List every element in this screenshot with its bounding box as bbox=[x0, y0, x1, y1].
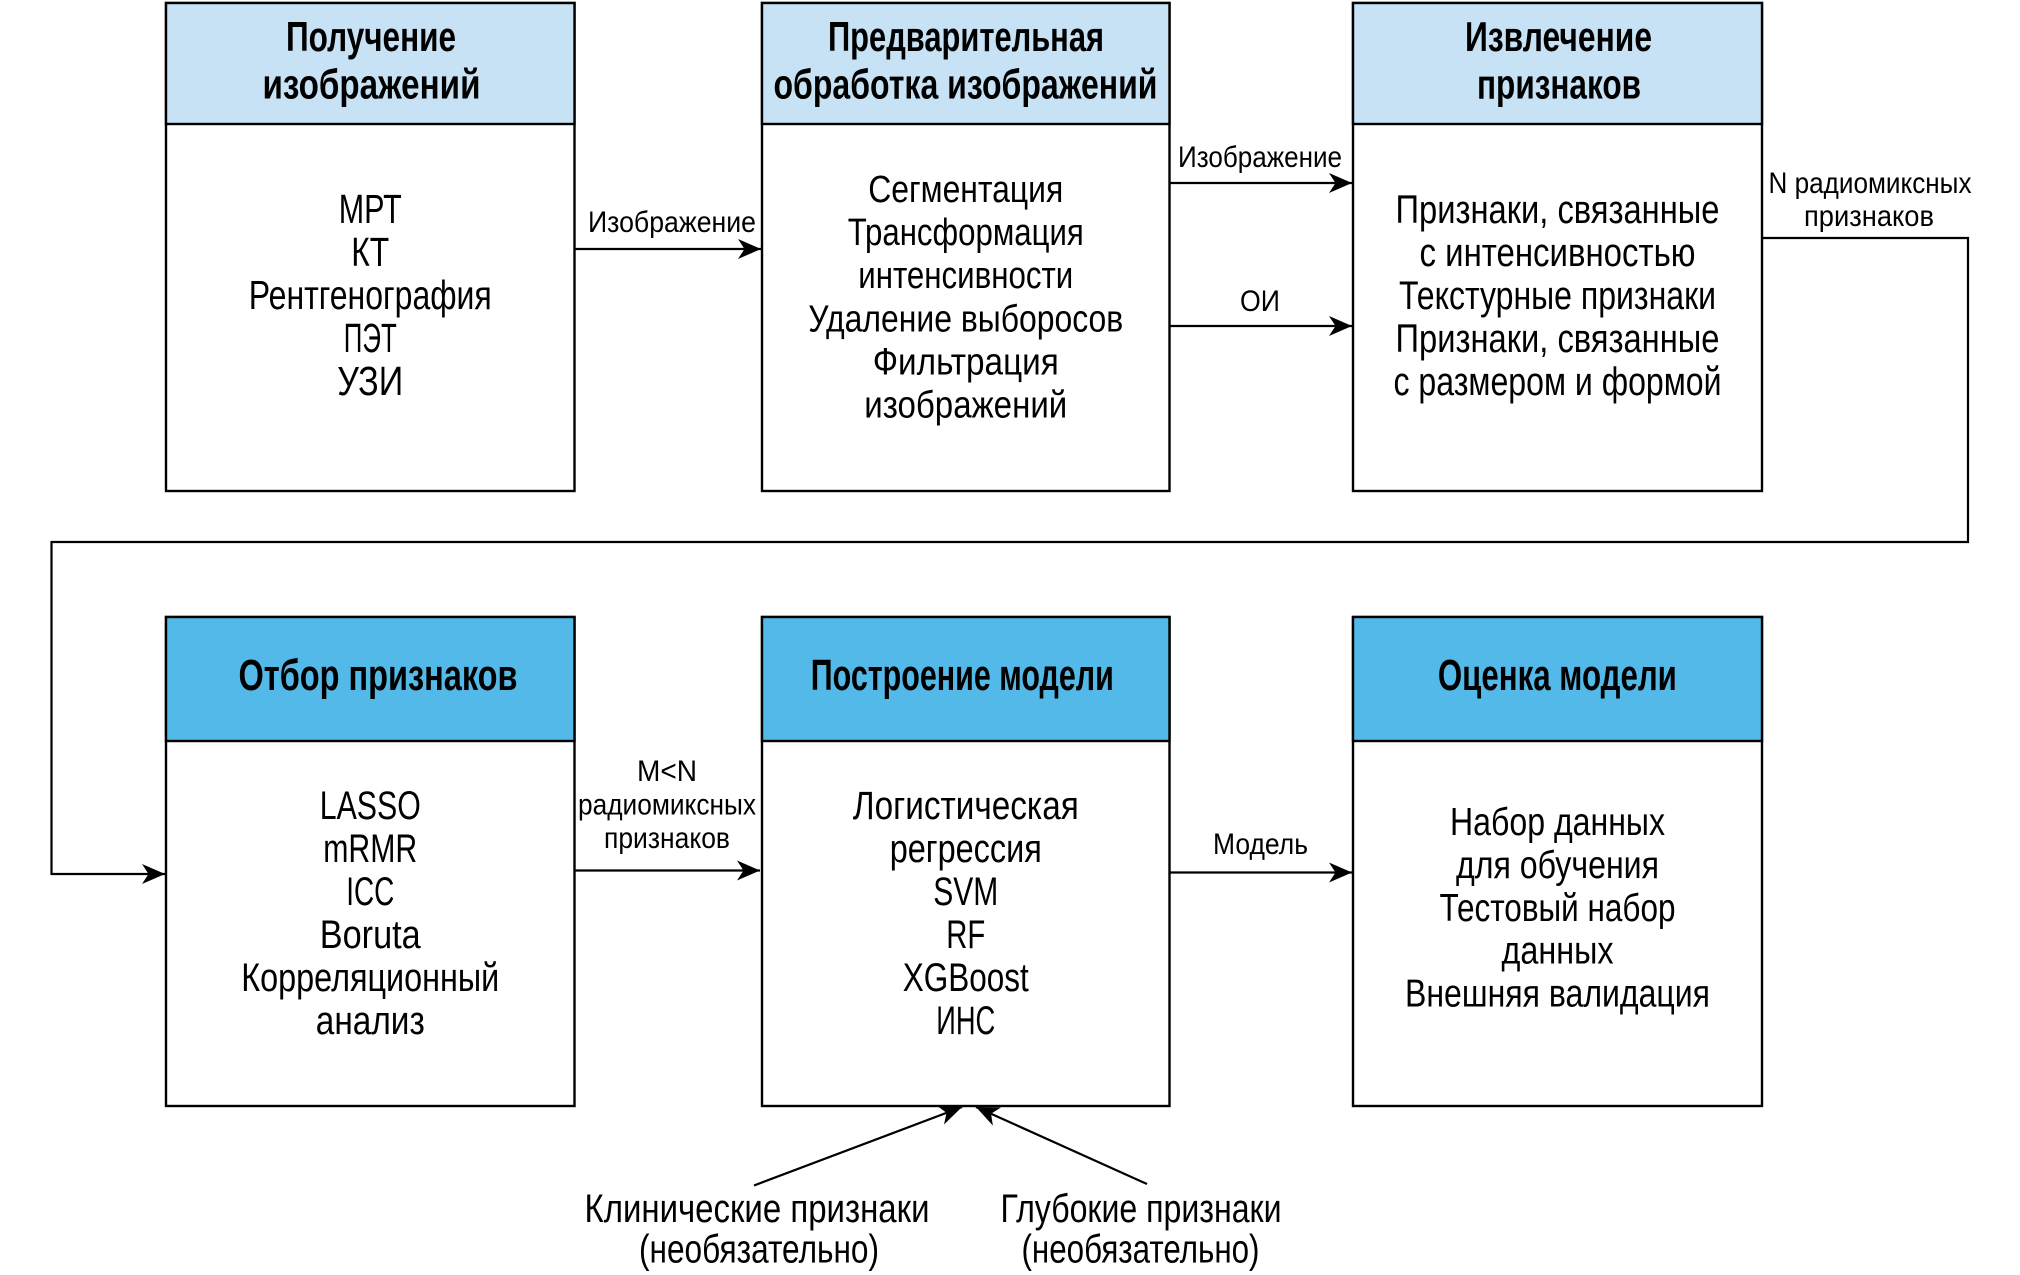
svg-text:Удаление выборосов: Удаление выборосов bbox=[808, 298, 1123, 340]
svg-text:M<N: M<N bbox=[637, 755, 697, 788]
svg-text:анализ: анализ bbox=[316, 999, 425, 1043]
svg-text:mRMR: mRMR bbox=[323, 827, 417, 871]
svg-text:(необязательно): (необязательно) bbox=[639, 1228, 879, 1272]
svg-text:с интенсивностью: с интенсивностью bbox=[1420, 231, 1696, 275]
svg-text:Изображение: Изображение bbox=[1178, 141, 1342, 174]
svg-text:для обучения: для обучения bbox=[1456, 844, 1659, 887]
svg-text:Признаки, связанные: Признаки, связанные bbox=[1396, 317, 1720, 361]
svg-text:КТ: КТ bbox=[351, 229, 389, 275]
svg-text:МРТ: МРТ bbox=[339, 186, 402, 232]
svg-text:Отбор признаков: Отбор признаков bbox=[239, 652, 518, 700]
svg-text:Модель: Модель bbox=[1213, 828, 1308, 861]
svg-text:Извлечение: Извлечение bbox=[1465, 13, 1652, 60]
svg-text:LASSO: LASSO bbox=[320, 784, 421, 828]
svg-text:УЗИ: УЗИ bbox=[337, 358, 403, 404]
svg-text:Построение модели: Построение модели bbox=[811, 652, 1114, 700]
svg-text:Логистическая: Логистическая bbox=[853, 784, 1079, 828]
svg-text:Изображение: Изображение bbox=[588, 206, 756, 239]
svg-text:признаков: признаков bbox=[1477, 61, 1641, 108]
svg-text:Предварительная: Предварительная bbox=[828, 13, 1104, 60]
svg-text:Корреляционный: Корреляционный bbox=[241, 956, 499, 1000]
svg-text:интенсивности: интенсивности bbox=[858, 255, 1073, 297]
svg-text:изображений: изображений bbox=[263, 61, 481, 108]
svg-text:Набор данных: Набор данных bbox=[1450, 801, 1665, 844]
svg-text:обработка изображений: обработка изображений bbox=[774, 61, 1158, 108]
svg-text:регрессия: регрессия bbox=[890, 827, 1042, 871]
svg-text:Глубокие признаки: Глубокие признаки bbox=[1001, 1187, 1282, 1231]
svg-text:ПЭТ: ПЭТ bbox=[344, 315, 397, 361]
svg-text:N радиомиксных: N радиомиксных bbox=[1769, 167, 1972, 200]
svg-text:признаков: признаков bbox=[604, 822, 730, 855]
svg-text:(необязательно): (необязательно) bbox=[1022, 1228, 1260, 1272]
svg-text:Клинические признаки: Клинические признаки bbox=[585, 1187, 930, 1231]
svg-text:изображений: изображений bbox=[864, 385, 1067, 427]
svg-text:XGBoost: XGBoost bbox=[903, 956, 1029, 1000]
svg-text:Трансформация: Трансформация bbox=[848, 212, 1084, 254]
svg-text:ИНС: ИНС bbox=[936, 999, 995, 1043]
svg-text:Сегментация: Сегментация bbox=[868, 169, 1063, 211]
svg-text:Признаки, связанные: Признаки, связанные bbox=[1396, 188, 1720, 232]
svg-text:Boruta: Boruta bbox=[320, 913, 422, 957]
svg-text:Оценка модели: Оценка модели bbox=[1438, 652, 1677, 700]
svg-text:радиомиксных: радиомиксных bbox=[578, 789, 756, 822]
svg-text:данных: данных bbox=[1502, 930, 1614, 973]
svg-text:с размером и формой: с размером и формой bbox=[1394, 360, 1722, 404]
svg-text:Рентгенография: Рентгенография bbox=[249, 272, 492, 318]
svg-text:Получение: Получение bbox=[286, 13, 456, 60]
svg-text:Текстурные признаки: Текстурные признаки bbox=[1399, 274, 1716, 318]
svg-text:Внешняя валидация: Внешняя валидация bbox=[1405, 973, 1710, 1016]
svg-text:признаков: признаков bbox=[1804, 200, 1934, 233]
svg-text:RF: RF bbox=[946, 913, 985, 957]
svg-text:Тестовый набор: Тестовый набор bbox=[1440, 887, 1676, 930]
svg-text:ICC: ICC bbox=[346, 870, 394, 914]
svg-text:Фильтрация: Фильтрация bbox=[873, 341, 1059, 383]
svg-text:SVM: SVM bbox=[933, 870, 998, 914]
svg-text:ОИ: ОИ bbox=[1240, 285, 1280, 318]
